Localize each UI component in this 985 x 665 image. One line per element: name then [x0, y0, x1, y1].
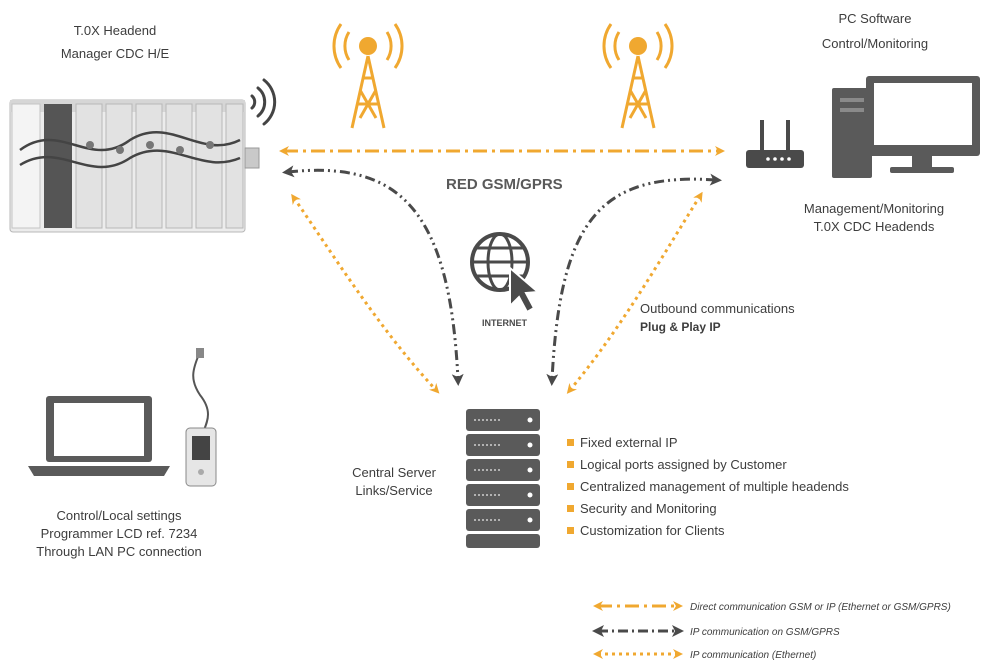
- headend-title-line2: Manager CDC H/E: [60, 46, 170, 61]
- pc-software-line1: PC Software: [838, 11, 912, 26]
- desktop-computer-icon: [832, 76, 980, 178]
- local-settings-label: Control/Local settings Programmer LCD re…: [14, 507, 224, 561]
- local-line2: Programmer LCD ref. 7234: [40, 526, 198, 541]
- feature-text: Fixed external IP: [580, 435, 678, 450]
- feature-text: Centralized management of multiple heade…: [580, 479, 849, 494]
- cell-tower-icon-left: [332, 23, 404, 129]
- router-icon: [746, 120, 804, 168]
- headend-title-line1: T.0X Headend: [73, 23, 157, 38]
- pc-software-label: PC Software Control/Monitoring: [790, 10, 960, 53]
- bullet-square-icon: [567, 461, 574, 468]
- feature-item: Fixed external IP: [567, 435, 678, 450]
- server-line2: Links/Service: [355, 483, 433, 498]
- bullet-square-icon: [567, 439, 574, 446]
- cell-tower-icon-right: [602, 23, 674, 129]
- feature-item: Centralized management of multiple heade…: [567, 479, 849, 494]
- internet-globe-icon: [470, 232, 541, 314]
- local-line3: Through LAN PC connection: [36, 544, 202, 559]
- management-line2: T.0X CDC Headends: [813, 219, 935, 234]
- feature-text: Customization for Clients: [580, 523, 725, 538]
- ethernet-link-right-curve: [566, 191, 703, 394]
- wireless-signal-icon: [250, 78, 277, 126]
- legend-text-ethernet: IP communication (Ethernet): [690, 650, 817, 661]
- feature-item: Security and Monitoring: [567, 501, 717, 516]
- gsm-link-left-curve: [282, 165, 464, 386]
- feature-item: Logical ports assigned by Customer: [567, 457, 787, 472]
- local-line1: Control/Local settings: [56, 508, 182, 523]
- laptop-icon: [28, 396, 170, 476]
- outbound-label: Outbound communications Plug & Play IP: [640, 300, 795, 336]
- legend-text-direct: Direct communication GSM or IP (Ethernet…: [690, 602, 951, 613]
- ethernet-link-left-curve: [291, 193, 440, 394]
- management-label: Management/Monitoring T.0X CDC Headends: [774, 200, 974, 236]
- bullet-square-icon: [567, 505, 574, 512]
- network-label: RED GSM/GPRS: [446, 176, 563, 193]
- central-server-icon: [466, 409, 540, 548]
- bullet-square-icon: [567, 483, 574, 490]
- server-line1: Central Server: [352, 465, 436, 480]
- legend-text-gsm: IP communication on GSM/GPRS: [690, 627, 840, 638]
- outbound-line1: Outbound communications: [640, 301, 795, 316]
- internet-label: INTERNET: [482, 318, 527, 328]
- feature-text: Security and Monitoring: [580, 501, 717, 516]
- feature-item: Customization for Clients: [567, 523, 725, 538]
- feature-text: Logical ports assigned by Customer: [580, 457, 787, 472]
- bullet-square-icon: [567, 527, 574, 534]
- server-label: Central Server Links/Service: [336, 464, 452, 500]
- headend-title: T.0X Headend Manager CDC H/E: [40, 22, 190, 63]
- outbound-line2: Plug & Play IP: [640, 320, 721, 334]
- pc-software-line2: Control/Monitoring: [821, 36, 929, 51]
- programmer-device-icon: [185, 348, 217, 487]
- headend-equipment-icon: [9, 99, 260, 233]
- management-line1: Management/Monitoring: [803, 201, 945, 216]
